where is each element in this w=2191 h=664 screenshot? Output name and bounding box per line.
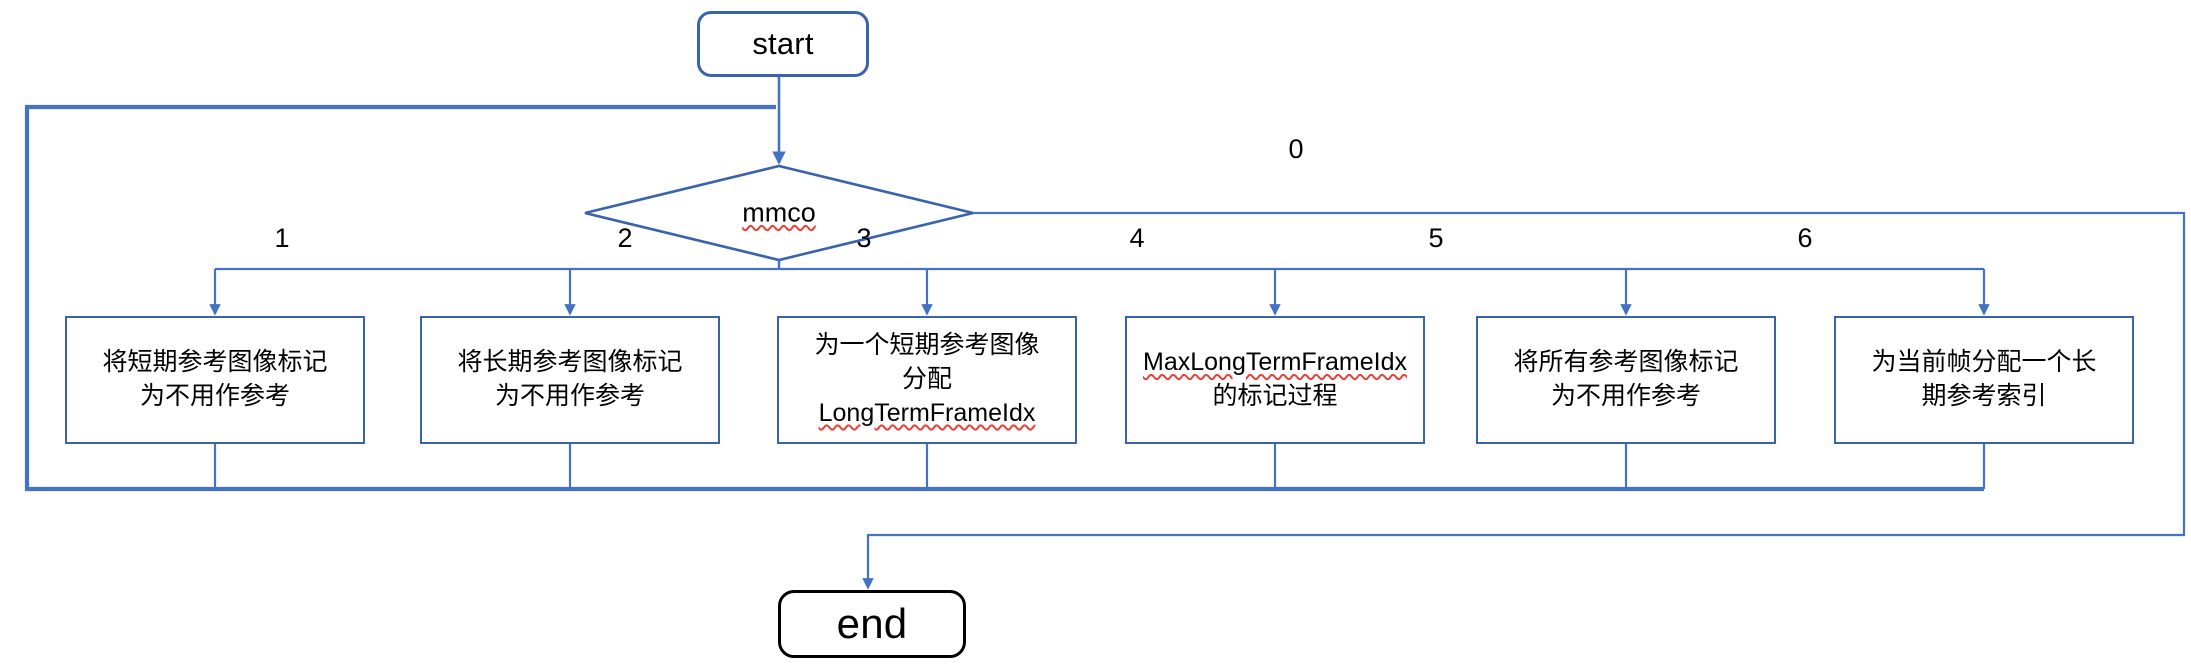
process-node-4[interactable]: MaxLongTermFrameIdx 的标记过程 [1125, 316, 1425, 444]
end-node[interactable]: end [778, 590, 966, 658]
branch-label-1: 1 [274, 223, 290, 253]
process-node-1-text: 将短期参考图像标记 为不用作参考 [102, 346, 327, 414]
end-node-label: end [836, 600, 908, 647]
branch-label-5: 5 [1428, 223, 1444, 253]
process-node-3-line-3: LongTermFrameIdx [814, 397, 1039, 431]
process-node-4-code: MaxLongTermFrameIdx [1143, 348, 1407, 377]
process-node-2-text: 将长期参考图像标记 为不用作参考 [457, 346, 682, 414]
branch-label-6: 6 [1797, 223, 1813, 253]
branch-label-3: 3 [856, 223, 872, 253]
process-node-4-text: MaxLongTermFrameIdx 的标记过程 [1143, 346, 1407, 414]
branch-label-2: 2 [617, 223, 633, 253]
process-node-1-line-2: 为不用作参考 [139, 382, 290, 410]
process-node-6[interactable]: 为当前帧分配一个长 期参考索引 [1834, 316, 2134, 444]
process-node-5-line-2: 为不用作参考 [1550, 382, 1701, 410]
process-node-3[interactable]: 为一个短期参考图像 分配 LongTermFrameIdx [777, 316, 1077, 444]
process-node-3-code: LongTermFrameIdx [818, 398, 1036, 427]
process-node-3-text: 为一个短期参考图像 分配 LongTermFrameIdx [814, 329, 1039, 430]
branch-label-4: 4 [1129, 223, 1145, 253]
process-node-2-line-2: 为不用作参考 [494, 382, 645, 410]
process-node-3-line-2: 分配 [901, 365, 952, 394]
process-node-6-line-2: 期参考索引 [1921, 382, 2047, 410]
process-node-2[interactable]: 将长期参考图像标记 为不用作参考 [420, 316, 720, 444]
process-node-6-line-1: 为当前帧分配一个长 [1871, 348, 2097, 377]
decision-node-label[interactable]: mmco [742, 198, 816, 229]
process-node-6-text: 为当前帧分配一个长 期参考索引 [1871, 346, 2096, 414]
start-node[interactable]: start [697, 11, 869, 77]
decision-node-text: mmco [742, 197, 816, 228]
process-node-5-line-1: 将所有参考图像标记 [1513, 348, 1739, 377]
start-node-label: start [752, 26, 814, 61]
process-node-1[interactable]: 将短期参考图像标记 为不用作参考 [65, 316, 365, 444]
process-node-1-line-1: 将短期参考图像标记 [102, 348, 328, 377]
process-node-4-line-2: 的标记过程 [1212, 382, 1338, 410]
branch-label-0: 0 [1288, 134, 1304, 164]
process-node-4-line-1: MaxLongTermFrameIdx [1143, 346, 1407, 380]
process-node-5[interactable]: 将所有参考图像标记 为不用作参考 [1476, 316, 1776, 444]
process-node-3-line-1: 为一个短期参考图像 [814, 331, 1040, 360]
process-node-2-line-1: 将长期参考图像标记 [457, 348, 683, 377]
process-node-5-text: 将所有参考图像标记 为不用作参考 [1513, 346, 1738, 414]
